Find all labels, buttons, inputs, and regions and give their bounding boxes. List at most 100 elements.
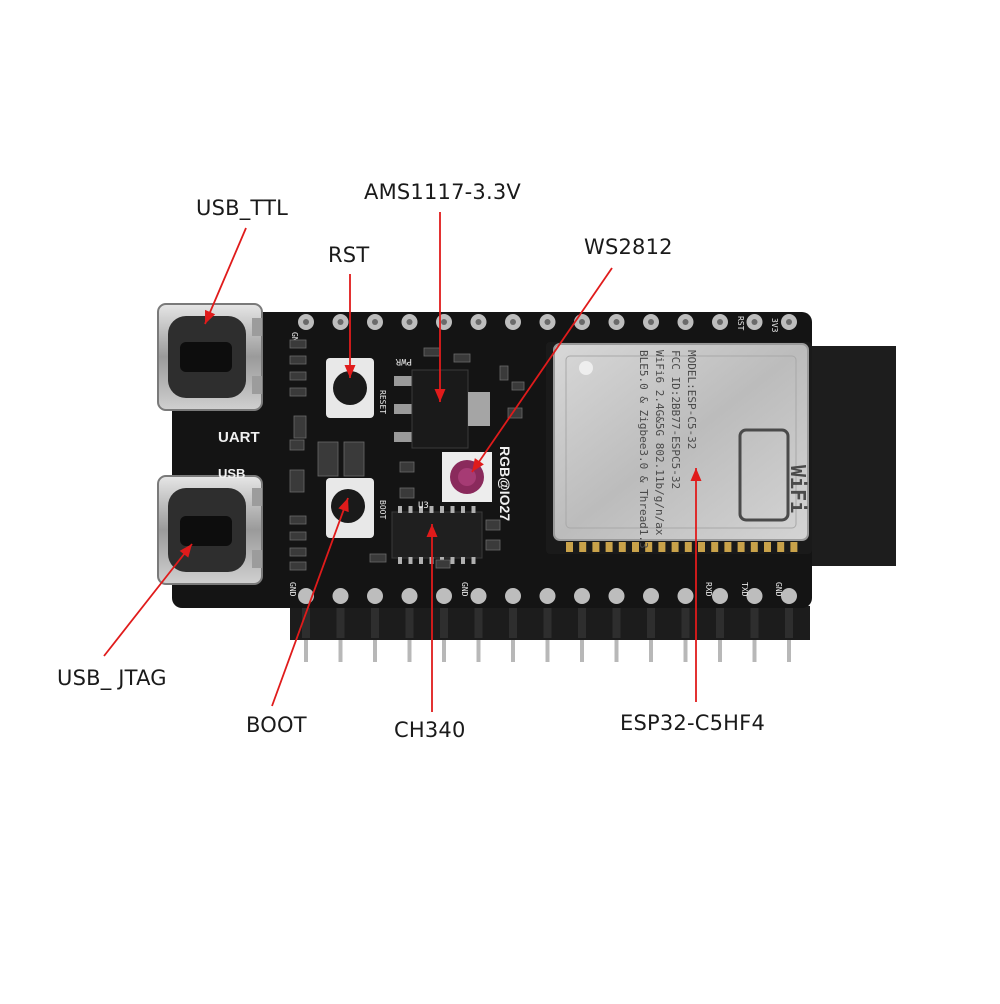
top-pin-hole xyxy=(372,319,378,325)
smd-part xyxy=(289,531,307,541)
silk-rgb: RGB@IO27 xyxy=(497,446,513,521)
header-pin xyxy=(511,640,515,662)
top-pin-hole xyxy=(648,319,654,325)
header-pin xyxy=(614,640,619,662)
ch340-arrow-head xyxy=(426,524,438,537)
callout-ch340: CH340 xyxy=(394,718,466,742)
smd-part xyxy=(399,461,415,473)
callout-usb-jtag: USB_ JTAG xyxy=(57,666,167,690)
bottom-pin-pad xyxy=(643,588,659,604)
smd-part xyxy=(485,539,501,551)
top-pin-hole xyxy=(337,319,344,325)
ws2812-arrow-head xyxy=(472,458,484,472)
header-slot xyxy=(509,608,517,638)
header-slot xyxy=(371,608,379,638)
module-pad xyxy=(724,542,732,552)
module-model: MODEL:ESP-C5-32 xyxy=(685,350,698,449)
header-slot xyxy=(440,608,448,638)
ws2812-arrow-line xyxy=(471,267,613,473)
module-pad xyxy=(684,542,692,552)
ch340-pin xyxy=(408,557,413,564)
header-pin xyxy=(338,640,343,662)
silk-reset: RESET xyxy=(378,390,387,414)
silk-uart: UART xyxy=(218,429,260,446)
bottom-pin-pad xyxy=(470,588,487,604)
module-pad xyxy=(579,542,587,552)
smd-part xyxy=(435,559,451,569)
header-pin xyxy=(373,640,377,662)
top-pin-hole xyxy=(510,319,516,325)
rst-button xyxy=(326,358,374,418)
smd-part xyxy=(289,387,307,397)
smd-part xyxy=(499,365,509,381)
callout-usb-ttl: USB_TTL xyxy=(196,196,288,220)
callout-ws2812: WS2812 xyxy=(584,235,673,259)
esp32-arrow-head xyxy=(690,468,702,481)
silk-pwr: PWR xyxy=(395,356,412,366)
ch340-pin xyxy=(429,506,434,513)
smd-part xyxy=(289,561,307,571)
smd-part xyxy=(343,441,365,477)
module-pad xyxy=(592,542,600,552)
smd-part xyxy=(289,355,307,365)
ch340-pin xyxy=(461,557,465,564)
smd-part xyxy=(289,371,307,381)
header-pin xyxy=(683,640,688,662)
ams1117-arrow xyxy=(434,212,446,402)
bottom-pin-pad xyxy=(608,588,625,604)
antenna-area xyxy=(800,346,896,566)
module-pad xyxy=(645,542,653,552)
module-pad xyxy=(632,542,639,552)
module-pad xyxy=(605,542,613,552)
usb-ttl-arrow-head xyxy=(205,309,216,324)
module-pad xyxy=(764,542,771,552)
ch340-pin xyxy=(408,506,413,513)
header-pin xyxy=(476,640,481,662)
callout-ams1117: AMS1117-3.3V xyxy=(364,180,521,204)
ch340-pin xyxy=(471,506,476,513)
usb-ttl-arrow xyxy=(204,227,247,325)
module-pad xyxy=(790,542,798,552)
smd-part xyxy=(511,381,525,391)
ch340-pin xyxy=(461,506,465,513)
module-fcc: FCC ID:2BB77-ESPC5-32 xyxy=(669,350,682,489)
ch340-pin xyxy=(398,557,402,564)
top-pin-hole xyxy=(613,319,620,325)
header-slot xyxy=(336,608,345,638)
smd-part xyxy=(289,439,305,451)
bottom-pin-label-txd: TXD xyxy=(740,582,749,597)
bottom-pin-pad xyxy=(781,588,797,604)
bottom-pin-label-gnd-2: GND xyxy=(460,582,469,597)
top-pin-hole xyxy=(682,319,689,325)
bottom-pin-pad xyxy=(746,588,763,604)
smd-part xyxy=(317,441,339,477)
usb-ttl-arrow-line xyxy=(204,227,247,325)
module-pad xyxy=(658,542,666,552)
module-pad xyxy=(750,542,758,552)
header-slot xyxy=(716,608,724,638)
usb-jtag-arrow xyxy=(103,543,193,657)
header-pin xyxy=(718,640,722,662)
header-slot xyxy=(647,608,655,638)
bottom-pin-label-gnd-1: GND xyxy=(288,582,297,597)
smd-part xyxy=(289,339,307,349)
boot-arrow-head xyxy=(338,498,349,513)
smd-part xyxy=(423,347,441,357)
header-pin xyxy=(752,640,757,662)
smd-part xyxy=(293,415,307,439)
esp32-module: MODEL:ESP-C5-32 FCC ID:2BB77-ESPC5-32 Wi… xyxy=(546,342,812,554)
ch340-chip xyxy=(391,506,483,564)
header-slot xyxy=(302,608,310,638)
module-wifi: WiFi6 2.4G&5G 802.11b/g/n/ax xyxy=(653,350,666,536)
smd-part xyxy=(289,469,305,493)
module-ble: BLE5.0 & Zigbee3.0 & Thread1.3 xyxy=(637,350,650,549)
ch340-pin xyxy=(419,506,423,513)
top-pin-hole xyxy=(441,319,447,325)
usb-jtag-arrow-head xyxy=(179,544,192,558)
header-pin xyxy=(442,640,446,662)
ch340-pin xyxy=(419,557,423,564)
module-pad xyxy=(711,542,719,552)
header-pin xyxy=(580,640,584,662)
